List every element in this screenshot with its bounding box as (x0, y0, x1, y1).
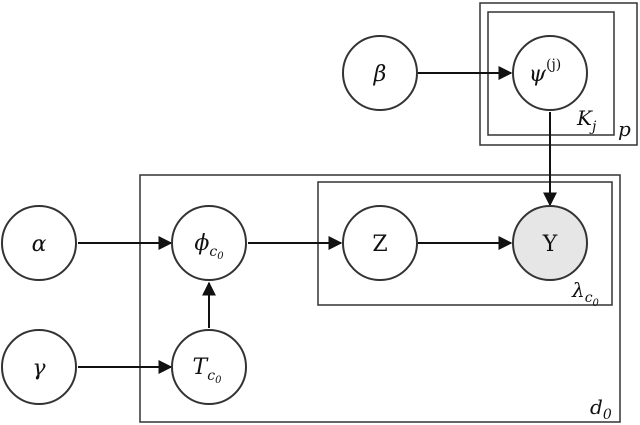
svg-text:Tc0: Tc0 (193, 355, 223, 386)
svg-text:ϕc0: ϕc0 (194, 231, 224, 262)
node-phi: ϕc0 (171, 205, 247, 281)
node-t: Tc0 (171, 329, 247, 405)
svg-text:ψ(j): ψ(j) (529, 57, 562, 87)
plate-d (139, 174, 621, 423)
node-psi: ψ(j) (512, 35, 588, 111)
plate-d-label: d0 (590, 395, 612, 423)
svg-text:α: α (32, 232, 47, 257)
node-y: Y (512, 205, 588, 281)
svg-text:Y: Y (542, 232, 558, 257)
node-alpha: α (1, 205, 77, 281)
plate-p-label: p (618, 117, 631, 141)
node-beta: β (342, 35, 418, 111)
plate-lambda-label: λc0 (571, 278, 600, 309)
node-z: Z (342, 205, 418, 281)
node-gamma: γ (1, 329, 77, 405)
svg-text:γ: γ (32, 356, 46, 381)
svg-text:β: β (373, 62, 387, 87)
plate-k-label: Kj (576, 106, 597, 135)
svg-text:Z: Z (372, 232, 387, 257)
